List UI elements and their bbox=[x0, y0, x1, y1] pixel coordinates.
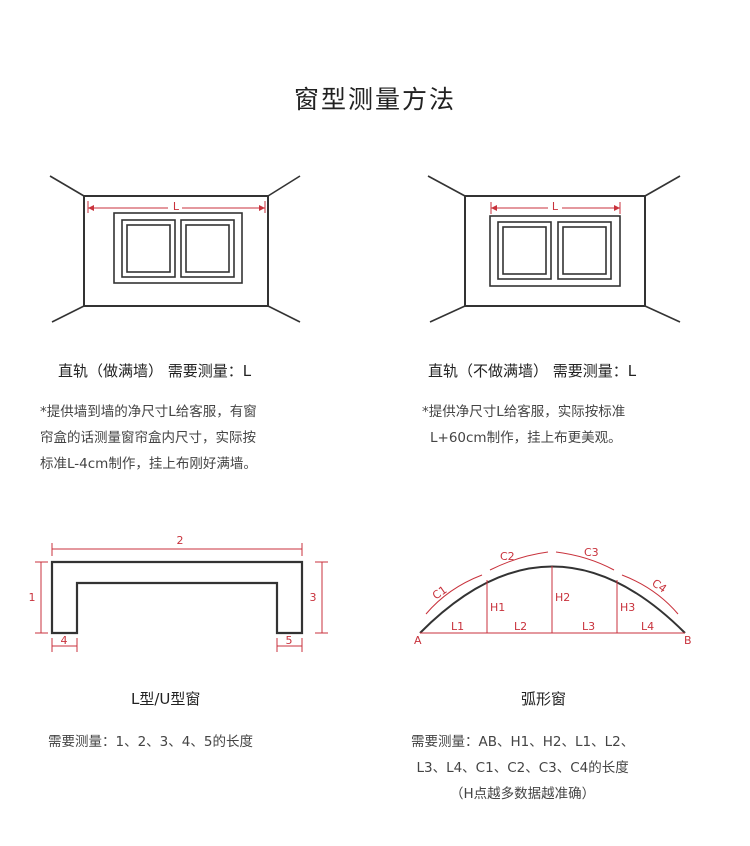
arc-h1: H1 bbox=[490, 601, 505, 614]
dim-label-1: 1 bbox=[29, 591, 36, 604]
desc-line: *提供墙到墙的净尺寸L给客服，有窗 bbox=[40, 404, 257, 420]
page-title: 窗型测量方法 bbox=[293, 85, 456, 114]
dim-label-L: L bbox=[552, 200, 559, 213]
section-desc-u-shape: 需要测量：1、2、3、4、5的长度 bbox=[48, 729, 253, 755]
arc-c2: C2 bbox=[500, 550, 515, 563]
arc-h2: H2 bbox=[555, 591, 570, 604]
dim-label-L: L bbox=[173, 200, 180, 213]
desc-line: 标准L-4cm制作，挂上布刚好满墙。 bbox=[40, 456, 257, 472]
arc-c1: C1 bbox=[430, 583, 449, 602]
section-heading-u-shape: L型/U型窗 bbox=[131, 690, 201, 708]
arc-point-B: B bbox=[684, 634, 692, 647]
arc-c4: C4 bbox=[649, 576, 668, 595]
desc-line: 帘盒的话测量窗帘盒内尺寸，实际按 bbox=[40, 430, 256, 446]
dim-label-3: 3 bbox=[310, 591, 317, 604]
arc-c3: C3 bbox=[584, 546, 599, 559]
arc-l4: L4 bbox=[641, 620, 654, 633]
arc-h3: H3 bbox=[620, 601, 635, 614]
desc-line: 需要测量：1、2、3、4、5的长度 bbox=[48, 734, 253, 750]
section-desc-straight-full: *提供墙到墙的净尺寸L给客服，有窗 帘盒的话测量窗帘盒内尺寸，实际按 标准L-4… bbox=[40, 399, 257, 477]
desc-line: L+60cm制作，挂上布更美观。 bbox=[430, 430, 622, 446]
section-heading-straight-full: 直轨（做满墙） 需要测量：L bbox=[58, 362, 252, 380]
section-desc-arc: 需要测量：AB、H1、H2、L1、L2、 L3、L4、C1、C2、C3、C4的长… bbox=[411, 729, 634, 807]
arc-l3: L3 bbox=[582, 620, 595, 633]
desc-line: （H点越多数据越准确） bbox=[450, 786, 596, 802]
arc-l2: L2 bbox=[514, 620, 527, 633]
section-heading-arc: 弧形窗 bbox=[521, 690, 567, 708]
dim-label-2: 2 bbox=[177, 534, 184, 547]
arc-point-A: A bbox=[414, 634, 422, 647]
desc-line: 需要测量：AB、H1、H2、L1、L2、 bbox=[411, 734, 635, 750]
desc-line: L3、L4、C1、C2、C3、C4的长度 bbox=[416, 760, 629, 776]
arc-l1: L1 bbox=[451, 620, 464, 633]
desc-line: *提供净尺寸L给客服，实际按标准 bbox=[422, 404, 626, 420]
section-heading-straight-not-full: 直轨（不做满墙） 需要测量：L bbox=[428, 362, 637, 380]
dim-label-4: 4 bbox=[61, 634, 68, 647]
dim-label-5: 5 bbox=[286, 634, 293, 647]
section-desc-straight-not-full: *提供净尺寸L给客服，实际按标准 L+60cm制作，挂上布更美观。 bbox=[422, 399, 625, 451]
